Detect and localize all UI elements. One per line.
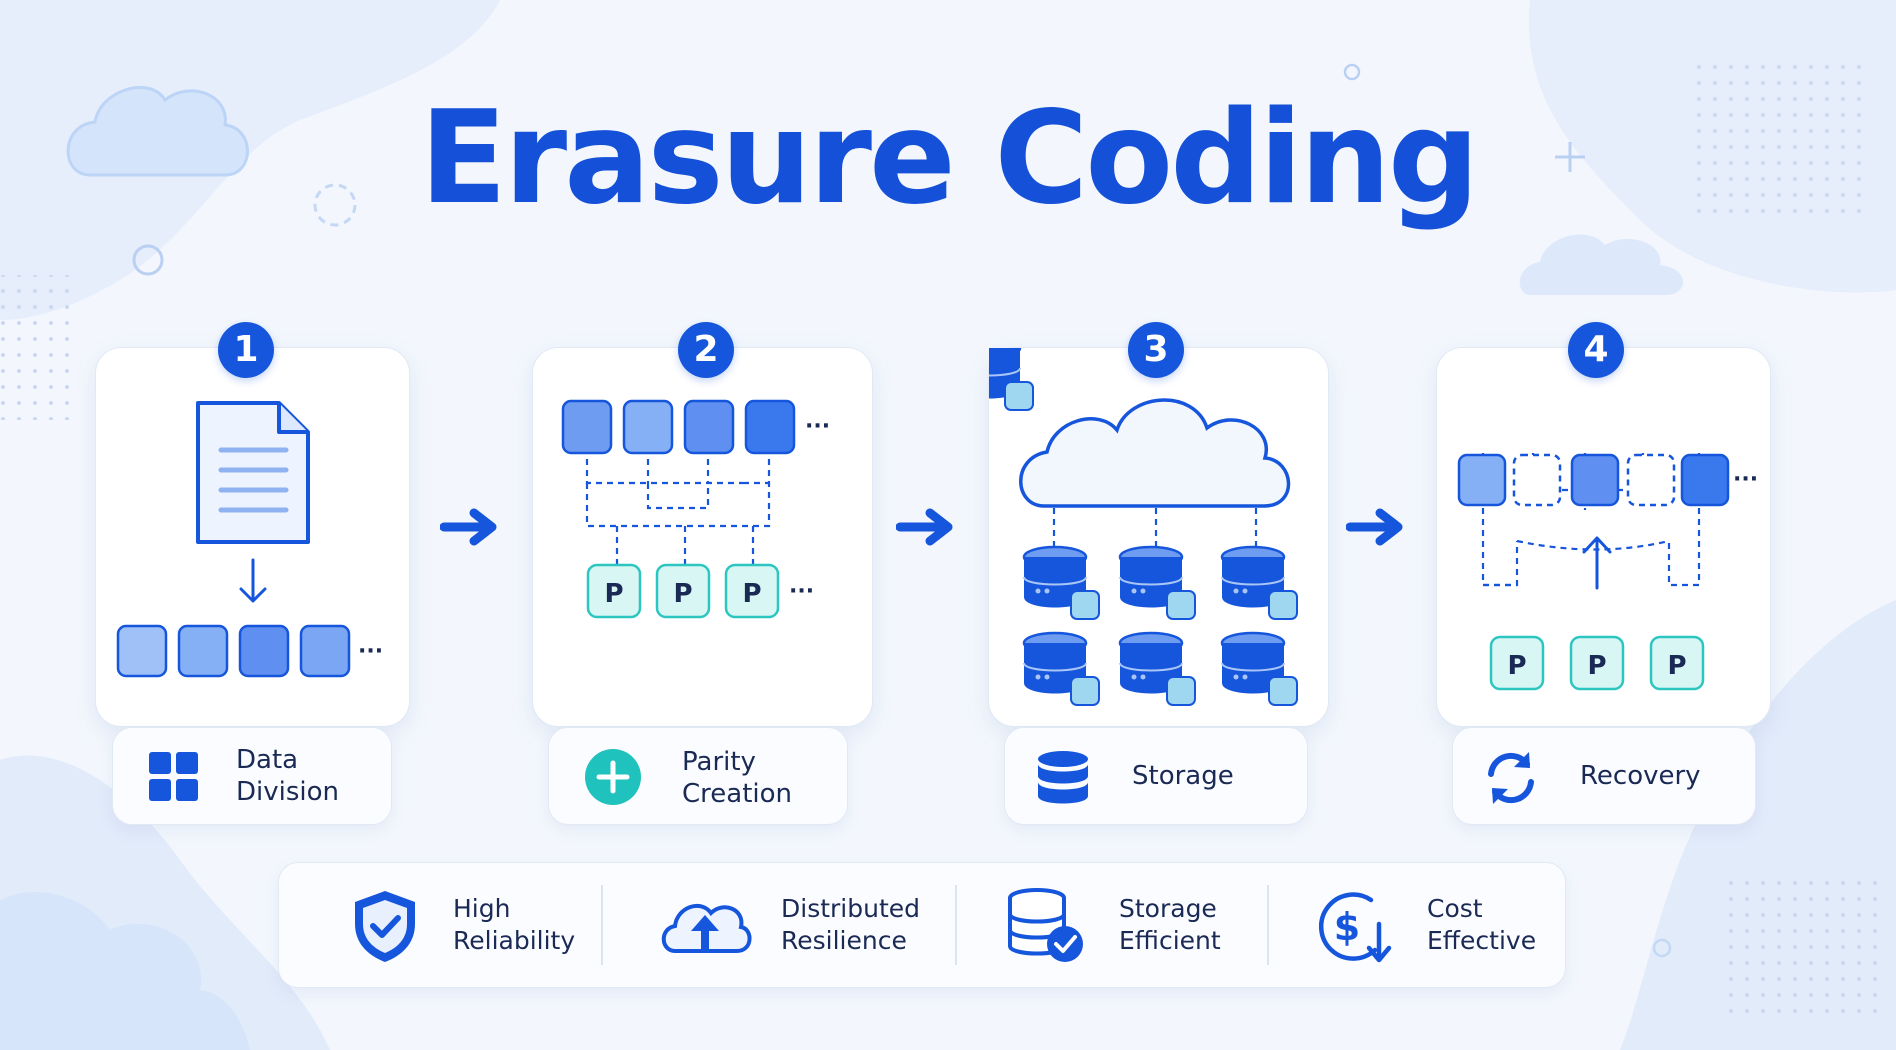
benefit-2-line1: Distributed xyxy=(781,894,921,923)
document-icon xyxy=(196,401,310,544)
benefit-high-reliability: High Reliability xyxy=(349,863,599,987)
grid-icon xyxy=(149,750,199,806)
parity-label: P xyxy=(604,579,623,609)
data-block xyxy=(299,624,351,678)
plus-circle-icon xyxy=(584,748,642,810)
parity-block xyxy=(724,563,780,619)
data-block xyxy=(1680,453,1730,507)
benefit-4-line2: Effective xyxy=(1427,926,1537,955)
step-4-label: Recovery xyxy=(1452,727,1756,825)
step-1-badge: 1 xyxy=(218,322,274,378)
data-block xyxy=(1570,453,1620,507)
ellipsis: ··· xyxy=(358,639,383,664)
parity-label: P xyxy=(742,579,761,609)
divider xyxy=(955,885,957,965)
missing-block xyxy=(1626,453,1676,507)
benefit-distributed-resilience: Distributed Resilience xyxy=(657,863,927,987)
step-1-label-line2: Division xyxy=(236,777,340,807)
parity-block xyxy=(1489,635,1545,691)
up-arrow-icon xyxy=(1582,536,1612,590)
data-block xyxy=(561,399,613,455)
step-2-badge: 2 xyxy=(678,322,734,378)
server-database-icon xyxy=(989,348,1034,411)
flow-arrow-icon xyxy=(895,505,962,553)
missing-block xyxy=(1512,453,1562,507)
step-3-label-line1: Storage xyxy=(1132,761,1234,791)
cloud-icon xyxy=(1019,398,1291,508)
database-icon xyxy=(1037,750,1089,810)
step-1-label-line1: Data xyxy=(236,745,299,775)
parity-label: P xyxy=(1507,651,1526,681)
cloud-upload-icon xyxy=(657,893,753,961)
parity-label: P xyxy=(1667,651,1686,681)
benefit-1-line2: Reliability xyxy=(453,926,576,955)
parity-block xyxy=(586,563,642,619)
data-block xyxy=(622,399,674,455)
benefit-3-line1: Storage xyxy=(1119,894,1217,923)
step-4-badge: 4 xyxy=(1568,322,1624,378)
svg-text:$: $ xyxy=(1334,905,1360,949)
benefit-3-line2: Efficient xyxy=(1119,926,1221,955)
cloud-decoration xyxy=(66,85,249,177)
dollar-down-icon: $ xyxy=(1313,888,1393,972)
database-check-icon xyxy=(1007,888,1087,968)
parity-label: P xyxy=(673,579,692,609)
parity-block xyxy=(1649,635,1705,691)
step-3-label: Storage xyxy=(1004,727,1308,825)
step-3-badge: 3 xyxy=(1128,322,1184,378)
parity-label: P xyxy=(1587,651,1606,681)
shield-check-icon xyxy=(349,888,421,968)
step-1-label: Data Division xyxy=(112,727,392,825)
benefit-4-line1: Cost xyxy=(1427,894,1483,923)
sync-icon xyxy=(1481,748,1541,812)
data-block xyxy=(1457,453,1507,507)
benefit-2-line2: Resilience xyxy=(781,926,907,955)
benefits-panel: High Reliability Distributed Resilience xyxy=(278,862,1566,988)
step-2-label-line2: Creation xyxy=(682,779,793,809)
benefit-cost-effective: $ Cost Effective xyxy=(1313,863,1543,987)
step-2-label: Parity Creation xyxy=(548,727,848,825)
data-block xyxy=(744,399,796,455)
data-block xyxy=(238,624,290,678)
ellipsis: ··· xyxy=(805,414,830,439)
step-4-card: ··· P P P xyxy=(1436,347,1771,727)
divider xyxy=(1267,885,1269,965)
benefit-storage-efficient: Storage Efficient xyxy=(1007,863,1267,987)
parity-block xyxy=(655,563,711,619)
step-4-label-line1: Recovery xyxy=(1580,761,1701,791)
step-1-card: ··· xyxy=(95,347,410,727)
step-3-card xyxy=(988,347,1329,727)
ellipsis: ··· xyxy=(1733,467,1758,492)
divider xyxy=(601,885,603,965)
flow-arrow-icon xyxy=(1345,505,1412,553)
parity-block xyxy=(1569,635,1625,691)
ellipsis: ··· xyxy=(789,579,814,604)
data-block xyxy=(116,624,168,678)
page-title: Erasure Coding xyxy=(419,84,1480,233)
data-block xyxy=(177,624,229,678)
step-2-label-line1: Parity xyxy=(682,747,756,777)
step-2-card: ··· P P P ··· xyxy=(532,347,873,727)
flow-arrow-icon xyxy=(439,505,506,553)
benefit-1-line1: High xyxy=(453,894,511,923)
data-block xyxy=(683,399,735,455)
down-arrow-icon xyxy=(239,558,267,603)
